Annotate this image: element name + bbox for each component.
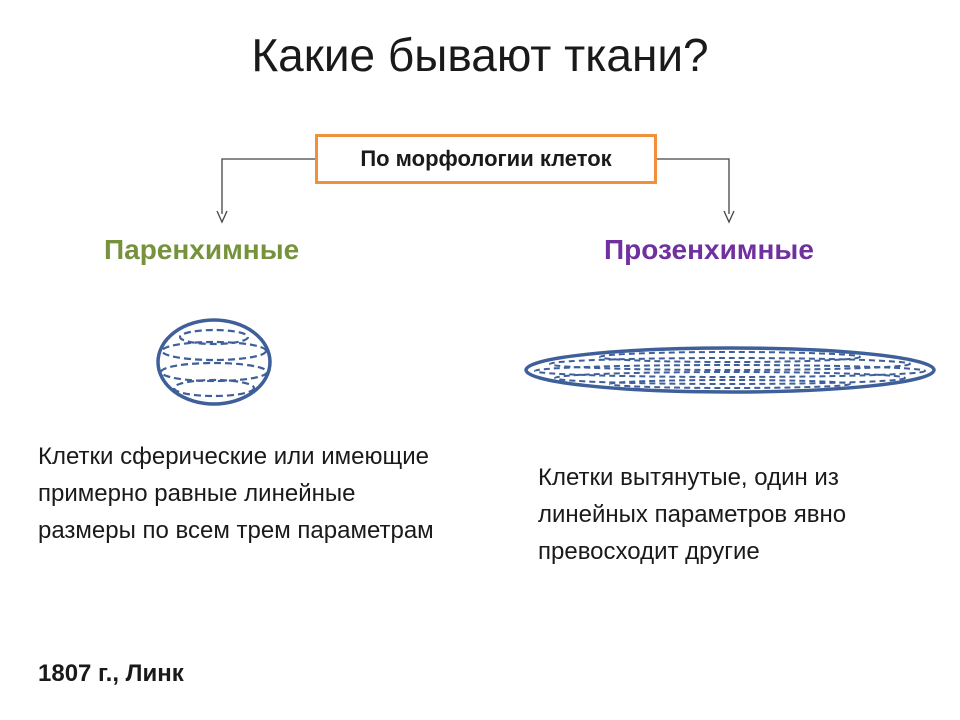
left-connector-icon (221, 158, 315, 214)
citation-footnote: 1807 г., Линк (38, 660, 184, 687)
parenchyma-description: Клетки сферические или имеющие примерно … (38, 443, 434, 544)
left-arrowhead-icon (216, 210, 228, 224)
elongated-cell-icon (524, 346, 936, 394)
sphere-cell-icon (156, 318, 272, 406)
prosenchyma-description: Клетки вытянутые, один из линейных парам… (538, 464, 847, 565)
type-label-prosenchyma: Прозенхимные (604, 234, 814, 265)
slide-title: Какие бывают ткани? (251, 29, 709, 81)
right-connector-icon (657, 158, 730, 214)
type-label-parenchyma: Паренхимные (104, 234, 300, 265)
right-arrowhead-icon (723, 210, 735, 224)
category-box: По морфологии клеток (315, 134, 657, 184)
category-label: По морфологии клеток (360, 146, 612, 171)
